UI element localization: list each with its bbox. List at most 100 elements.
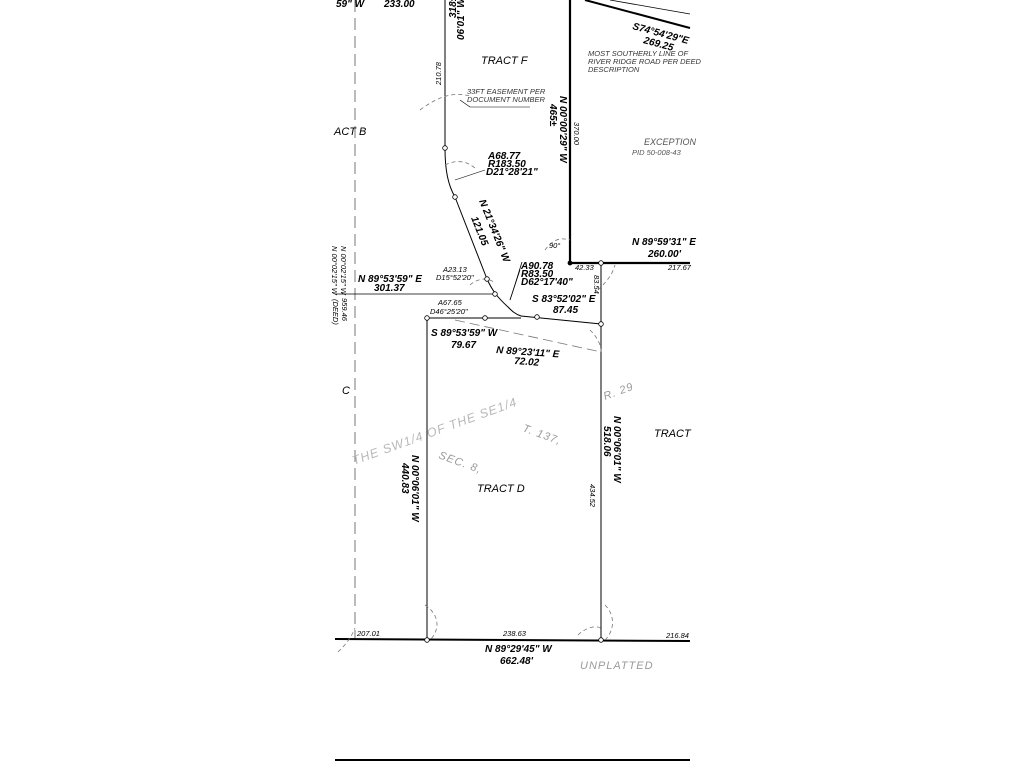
labels: 59" W 233.00 06'01" W 318± TRACT F 210.7… [330,0,702,672]
tie-arc [337,627,356,653]
ridge-note-1: MOST SOUTHERLY LINE OF [588,49,688,58]
n00-06-left-dist: 440.83 [399,462,410,494]
diagonal-line [454,196,488,280]
curve4-delta: D46°25'20" [430,307,468,316]
left-vert-2: N 00°02'15" W [339,246,348,296]
top-vert-dist: 318± [448,0,459,18]
monument [442,145,448,151]
n89-29-dist: 662.48' [500,656,534,667]
leader-lines [454,99,530,301]
tie-arc [544,238,571,251]
leader-line [454,169,486,181]
section-line-3: T. 137, [521,423,563,448]
n89-59-dist: 260.00' [647,249,682,260]
monument [424,637,430,643]
dist-42-33: 42.33 [575,263,595,272]
left-vert-1: N 00°02'15" W [330,246,339,296]
curve2-arc: A23.13 [442,265,468,274]
left-vert-3: 959.46 [340,298,349,322]
dist-370: 370.00 [572,122,581,146]
curve3-radius: R83.50 [521,269,554,280]
leader-line [509,269,521,301]
monument [534,314,540,320]
tract-right-label: TRACT [654,428,692,440]
ridge-note-2: RIVER RIDGE ROAD PER DEED [588,57,702,66]
s83-dist: 87.45 [553,305,578,316]
tie-arc [469,278,496,286]
top-vert-bearing: 06'01" W [456,0,467,40]
section-line-4: R. 29 [602,381,636,403]
monument [598,321,604,327]
monument [452,194,458,200]
n89-59-bearing: N 89°59'31" E [632,237,696,248]
tract-b-label: ACT B [333,126,366,138]
tie-arcs [337,93,616,653]
south-boundary-line [334,638,691,642]
tie-arc [604,604,613,641]
angle-90: 90° [549,241,560,250]
river-ridge-line-2 [609,0,691,15]
tract-f-label: TRACT F [481,55,529,67]
monuments [424,145,604,643]
top-left-bearing: 59" W [336,0,366,10]
monument [598,637,604,643]
n89-29-bearing: N 89°29'45" W [485,644,553,655]
section-line-2: SEC. 8, [437,450,483,477]
dist-216-84: 216.84 [665,631,689,640]
dist-217-67: 217.67 [667,263,692,272]
curve1-delta: D21°28'21" [486,167,538,178]
tract-f-curve [444,147,456,198]
exception-label: EXCEPTION [644,137,697,147]
easement-line-2: DOCUMENT NUMBER [467,95,545,104]
n89-53-dist: 301.37 [374,283,405,294]
dist-434-52: 434.52 [588,484,597,508]
tract-c-label: C [342,385,350,397]
curve1-radius: R183.50 [488,159,526,170]
monument-solid [567,260,573,266]
n89-53-bearing: N 89°53'59" E [358,274,422,285]
s89-bearing: S 89°53'59" W [431,328,499,339]
exception-pid: PID 50-008-43 [632,148,682,157]
curve2-delta: D15°52'20" [436,273,474,282]
monument [598,260,604,266]
n00-06-right-bearing: N 00°06'01" W [611,416,622,484]
curve3-arc: A90.78 [520,261,554,272]
monument [482,315,488,321]
n00-06-left-bearing: N 00°06'01" W [409,455,420,523]
n00-06-right-dist: 518.06 [601,426,612,457]
monument [424,315,430,321]
ridge-note-3: DESCRIPTION [588,65,640,74]
curve4-arc: A67.65 [437,298,463,307]
tie-arc [424,604,438,641]
river-ridge-line [584,0,691,29]
s83-line [520,315,602,325]
tract-d-label: TRACT D [477,483,525,495]
dist-238-63: 238.63 [502,629,527,638]
dist-207-01: 207.01 [356,629,380,638]
tie-arc [589,329,602,353]
s89-dist: 79.67 [451,340,476,351]
leader-line [459,99,471,108]
curve1-arc: A68.77 [487,151,521,162]
easement-line-1: 33FT EASEMENT PER [467,87,546,96]
dist-465: 465± [547,103,558,127]
top-left-dist: 233.00 [383,0,415,10]
tie-arc [577,626,602,636]
n89-23-dist: 72.02 [514,356,540,369]
n89-23-dashed-line [454,319,602,353]
monument [492,291,498,297]
s83-bearing: S 83°52'02" E [532,294,596,305]
unplatted-label: UNPLATTED [580,660,654,672]
left-vert-4: (DEED) [331,299,340,325]
tie-arc [597,264,616,291]
lower-curve [486,278,522,317]
n89-23-bearing: N 89°23'11" E [496,345,560,360]
tie-arc [419,93,471,111]
dist-83-54: 83.54 [592,275,601,294]
section-line-1: THE SW1/4 OF THE SE1/4 [350,395,519,468]
monument [484,276,490,282]
dist-210-78: 210.78 [434,61,443,86]
n00-00-29-bearing: N 00°00'29" W [557,96,568,164]
curve3-delta: D62°17'40" [521,277,573,288]
